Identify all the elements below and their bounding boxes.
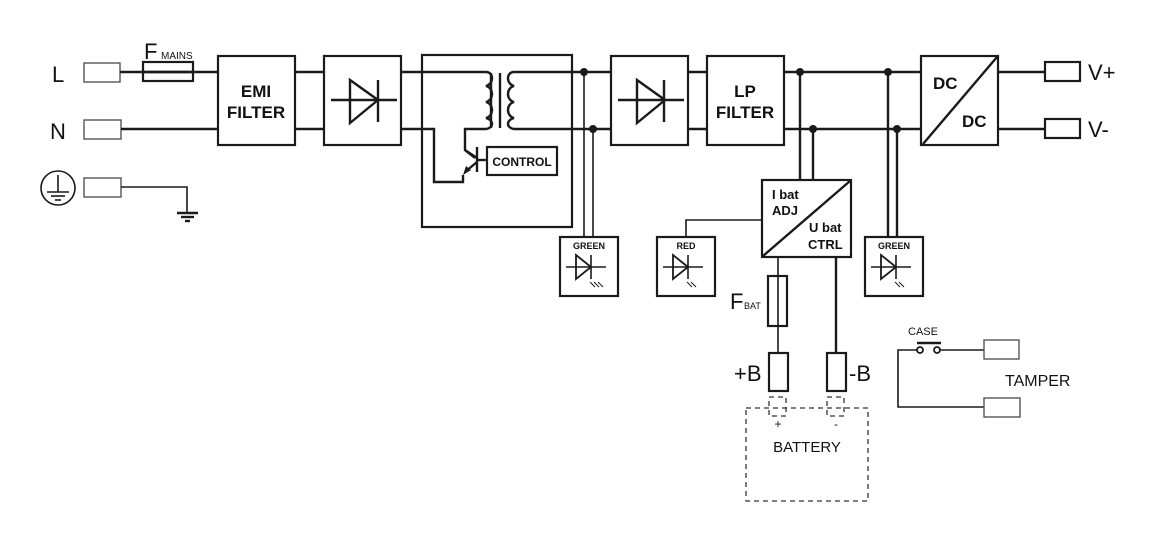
led-label: GREEN: [878, 241, 910, 251]
dcdc-top-label: DC: [933, 74, 958, 93]
terminal-bat-plus: [767, 351, 790, 393]
terminal-l: [83, 62, 121, 83]
led-red: RED: [655, 235, 717, 298]
label-v-minus: V-: [1088, 117, 1109, 142]
led-green-1: GREEN: [558, 235, 620, 298]
charger-ubat: U bat: [809, 220, 842, 235]
fuse-mains-sub: MAINS: [161, 51, 193, 62]
diode-icon: [618, 77, 684, 126]
battery-plus: +: [774, 417, 781, 431]
lp-filter-block: [705, 54, 786, 147]
dcdc-bottom-label: DC: [962, 112, 987, 131]
converter-block: [420, 53, 574, 229]
tamper-label: TAMPER: [1005, 373, 1070, 390]
terminal-pe: [83, 177, 122, 198]
pe-wire: [121, 186, 188, 212]
transistor-icon: [463, 147, 487, 175]
charger-ctrl: CTRL: [808, 237, 843, 252]
label-bat-minus: -B: [849, 361, 871, 386]
charger-ibat: I bat: [772, 187, 799, 202]
emi-filter-line1: EMI: [241, 82, 271, 101]
led-label: GREEN: [573, 241, 605, 251]
emi-filter-line2: FILTER: [227, 103, 285, 122]
battery-minus: -: [834, 417, 838, 431]
battery-label: BATTERY: [773, 439, 841, 456]
fuse-bat-sub: BAT: [744, 301, 761, 311]
lp-filter-line2: FILTER: [716, 103, 774, 122]
terminal-tamper-1: [983, 339, 1020, 360]
fuse-mains-label: F: [144, 39, 157, 64]
lp-filter-line1: LP: [734, 82, 756, 101]
battery: + - BATTERY: [745, 396, 869, 502]
led-label: RED: [676, 241, 696, 251]
fuse-bat: [766, 274, 789, 328]
charger-adj: ADJ: [772, 203, 798, 218]
emi-filter-block: [216, 54, 297, 147]
fuse-bat-label: F: [730, 289, 743, 314]
label-l: L: [52, 62, 64, 87]
label-bat-plus: +B: [734, 361, 762, 386]
terminal-v-plus: [1043, 60, 1082, 83]
tamper-switch-icon: [916, 341, 941, 354]
led-green-2: GREEN: [863, 235, 925, 298]
protective-earth-icon: [40, 170, 76, 206]
terminal-v-minus: [1043, 117, 1082, 140]
control-block: [485, 145, 559, 177]
control-label: CONTROL: [492, 155, 551, 169]
ground-icon: [177, 211, 198, 223]
terminal-tamper-2: [983, 397, 1021, 418]
label-n: N: [50, 119, 66, 144]
diode-icon: [331, 77, 397, 126]
terminal-n: [83, 119, 122, 140]
case-label: CASE: [908, 326, 938, 338]
transformer-icon: [485, 70, 515, 131]
terminal-bat-minus: [825, 351, 848, 393]
label-v-plus: V+: [1088, 60, 1116, 85]
